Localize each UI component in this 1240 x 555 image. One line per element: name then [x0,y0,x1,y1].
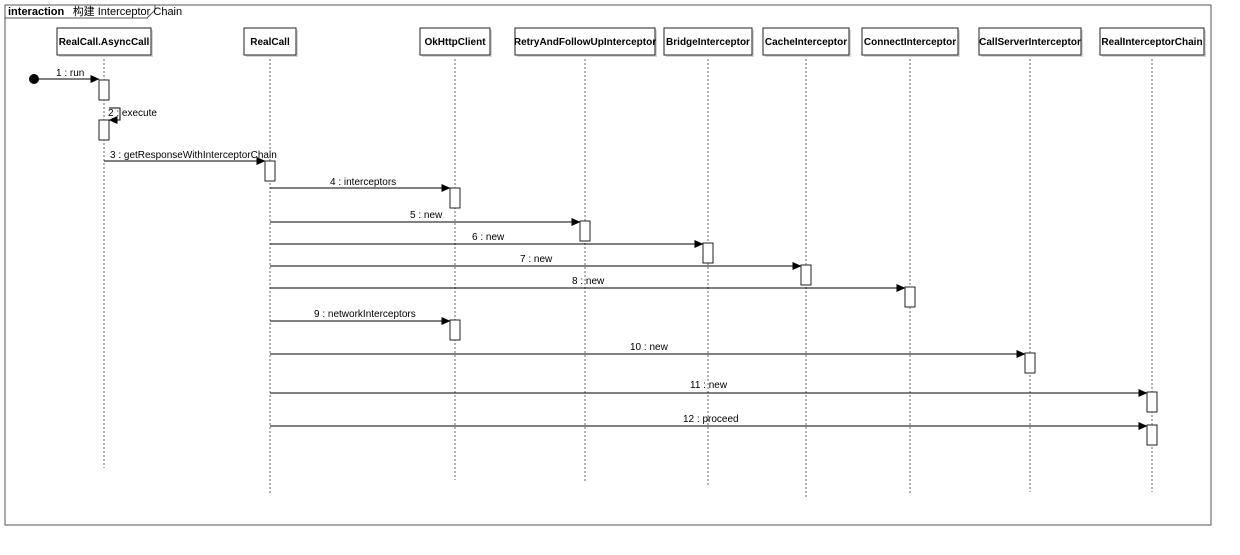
message-label: 9 : networkInterceptors [314,309,416,320]
activation-bar-callserver [1024,352,1036,374]
lifeline-name: CacheInterceptor [765,37,847,48]
lifeline-box [56,27,152,56]
message-label: 8 : new [572,276,605,287]
activation-bar-asynccall [98,119,110,141]
lifeline-box [514,27,656,56]
lifeline-name: RetryAndFollowUpInterceptor [514,37,656,48]
message-2: 2 : execute [108,107,157,124]
lifeline-name: BridgeInterceptor [666,37,750,48]
message-1: 1 : run [29,68,100,84]
frame-title-tab [5,5,156,19]
lifeline-box [419,27,491,56]
message-label: 7 : new [520,254,553,265]
message-label: 4 : interceptors [330,177,396,188]
lifeline-asynccall: RealCall.AsyncCall [56,27,153,468]
message-label: 1 : run [56,68,84,79]
message-label: 3 : getResponseWithInterceptorChain [110,150,277,161]
lifeline-callserver: CallServerInterceptor [978,27,1083,492]
frame-title-text: 构建 Interceptor Chain [73,4,182,18]
lifeline-connect: ConnectInterceptor [861,27,960,493]
activations [98,79,1158,446]
message-label: 12 : proceed [683,414,739,425]
lifeline-box [762,27,850,56]
message-label: 2 : execute [108,108,157,119]
activation-bar-okhttp [449,319,461,341]
message-3: 3 : getResponseWithInterceptorChain [104,150,277,165]
lifeline-name: RealInterceptorChain [1101,37,1202,48]
activation-bar-cache [800,264,812,286]
interaction-frame [4,4,1212,526]
message-4: 4 : interceptors [270,177,451,192]
message-12: 12 : proceed [270,414,1148,430]
message-label: 11 : new [690,380,728,391]
message-11: 11 : new [270,380,1148,397]
activation-bar-connect [904,286,916,308]
lifeline-name: ConnectInterceptor [864,37,956,48]
message-6: 6 : new [270,232,704,248]
activation-bar-retry [579,220,591,242]
message-arrow [108,107,121,124]
activation-bar-realcall [264,160,276,182]
lifeline-retry: RetryAndFollowUpInterceptor [514,27,657,482]
lifelines: RealCall.AsyncCall RealCall OkHttpClient Re… [56,27,1206,497]
activation-bar-bridge [702,242,714,264]
activation-bar-asynccall [98,79,110,101]
activation-bar-okhttp [449,187,461,209]
messages: 1 : run 2 : execute 3 : getResponseWithInt… [29,68,1148,430]
message-9: 9 : networkInterceptors [270,309,451,325]
frame-keyword: interaction [8,6,65,18]
message-label: 5 : new [410,210,443,221]
lifeline-okhttp: OkHttpClient [419,27,492,480]
lifeline-name: OkHttpClient [424,37,486,48]
activation-bar-chain [1146,391,1158,413]
lifeline-realcall: RealCall [243,27,298,493]
lifeline-cache: CacheInterceptor [762,27,851,497]
lifeline-chain: RealInterceptorChain [1099,27,1206,492]
lifeline-name: RealCall.AsyncCall [59,37,150,48]
message-5: 5 : new [270,210,581,226]
lifeline-bridge: BridgeInterceptor [663,27,754,485]
lifeline-box [861,27,959,56]
lifeline-box [978,27,1082,56]
lifeline-box [1099,27,1205,56]
activation-bar-chain [1146,424,1158,446]
message-8: 8 : new [270,276,906,292]
message-label: 10 : new [630,342,669,353]
lifeline-name: RealCall [250,37,290,48]
message-10: 10 : new [270,342,1026,358]
lifeline-box [663,27,753,56]
message-7: 7 : new [270,254,802,270]
lifeline-box [243,27,297,56]
message-label: 6 : new [472,232,505,243]
frame-title: interaction 构建 Interceptor Chain [8,2,182,19]
lifeline-name: CallServerInterceptor [979,37,1081,48]
